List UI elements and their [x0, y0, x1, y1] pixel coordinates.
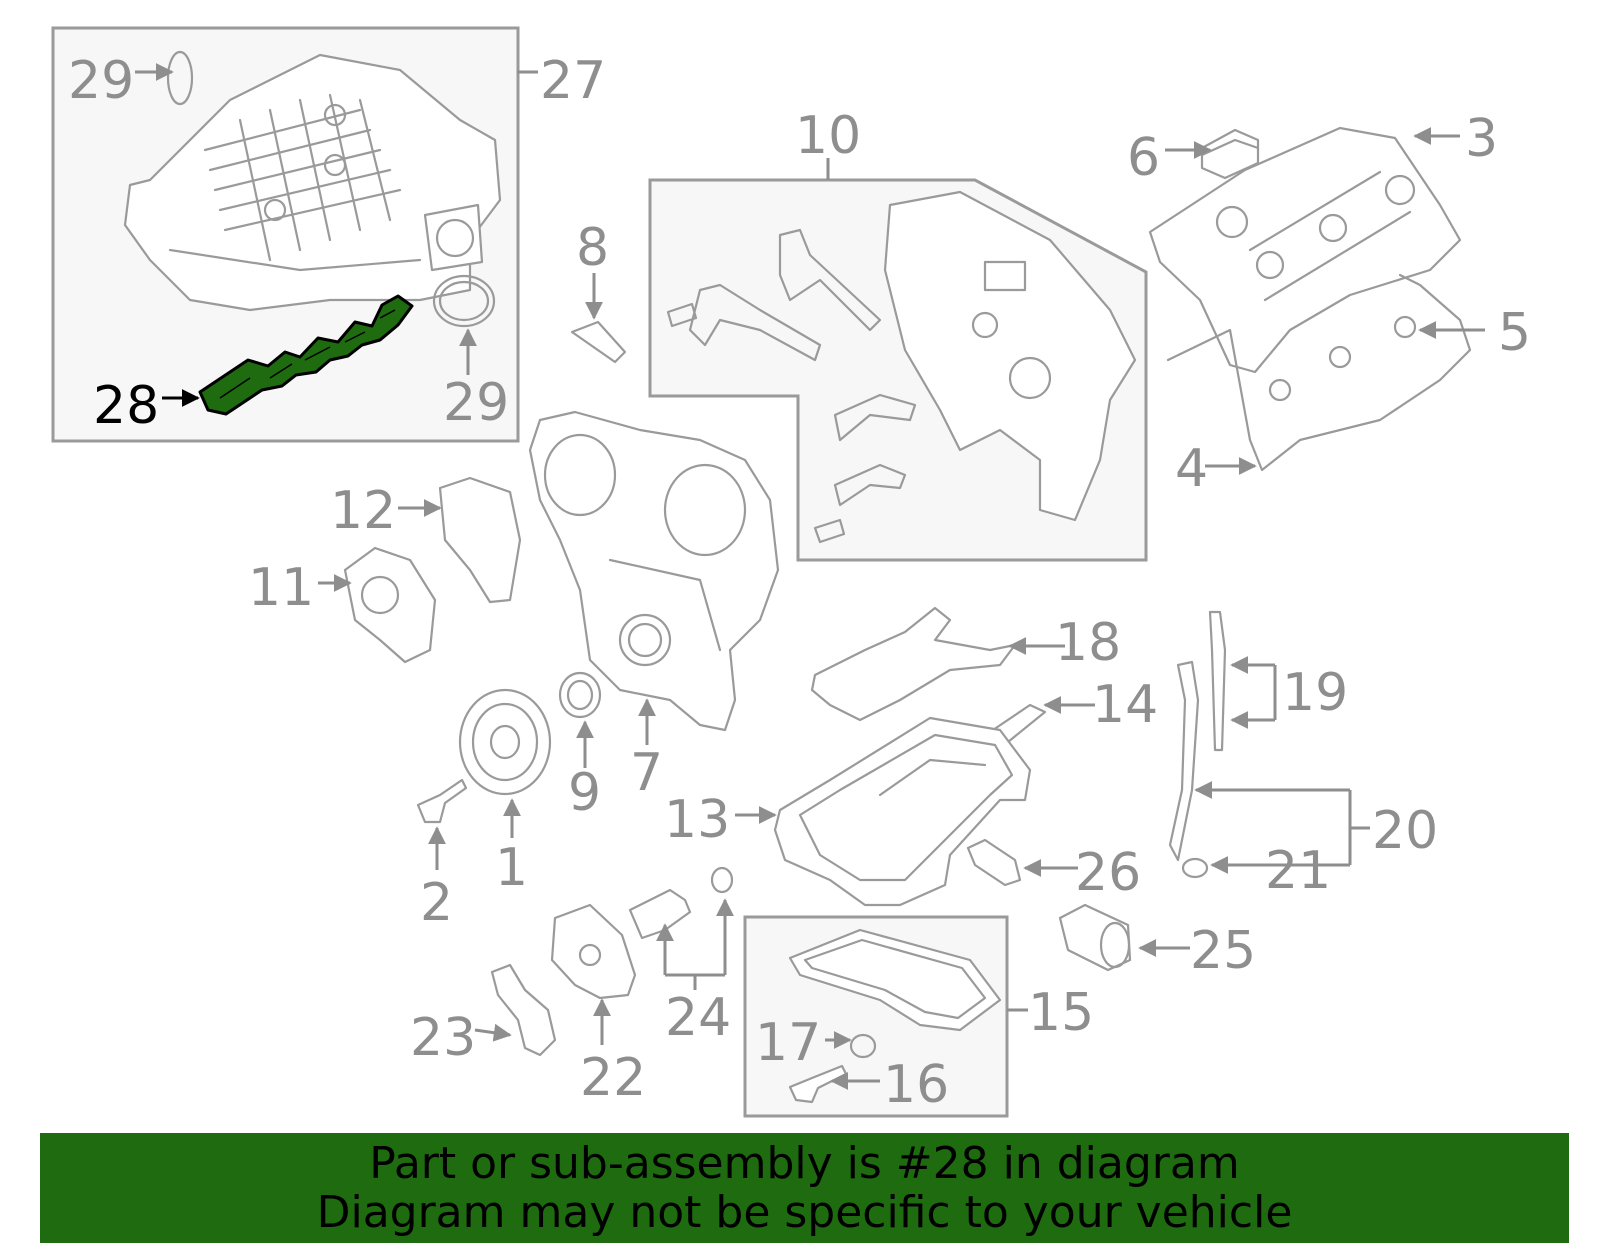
- callout-14: 14: [1092, 675, 1158, 735]
- part-13-oil-pan: [773, 716, 1032, 907]
- banner-line-1: Part or sub-assembly is #28 in diagram: [369, 1138, 1240, 1189]
- part-7-front-cover: [528, 410, 780, 732]
- callout-15: 15: [1028, 983, 1094, 1043]
- part-12-gasket: [438, 476, 522, 604]
- part-26-drain-plug: [966, 838, 1022, 887]
- callout-27: 27: [540, 51, 606, 111]
- callout-19: 19: [1282, 663, 1348, 723]
- banner-line-2: Diagram may not be specific to your vehi…: [316, 1187, 1293, 1238]
- callout-18: 18: [1055, 613, 1121, 673]
- callout-16: 16: [883, 1055, 949, 1115]
- callout-5: 5: [1498, 303, 1531, 363]
- callout-21: 21: [1265, 841, 1331, 901]
- callout-3: 3: [1465, 109, 1498, 169]
- part-23-strainer: [490, 963, 557, 1057]
- callout-7: 7: [630, 743, 663, 803]
- callout-29-top: 29: [68, 51, 134, 111]
- callout-25: 25: [1190, 921, 1256, 981]
- callout-4: 4: [1175, 439, 1208, 499]
- callout-26: 26: [1075, 843, 1141, 903]
- leader-lines: [135, 63, 1485, 1090]
- callout-11: 11: [248, 558, 314, 618]
- part-3-valve-cover: [1148, 126, 1462, 374]
- part-9-seal: [558, 671, 602, 719]
- intake-manifold-drawing: [123, 53, 502, 312]
- callout-29-right: 29: [443, 373, 509, 433]
- part-29-ring-gasket: [432, 274, 496, 328]
- part-25-oil-filter: [1058, 903, 1132, 972]
- part-1-crank-pulley: [458, 688, 552, 796]
- callout-6: 6: [1127, 128, 1160, 188]
- part-5-seal-rings: [1268, 315, 1417, 402]
- part-18-baffle: [810, 606, 1017, 722]
- part-2-bolt: [416, 778, 468, 824]
- part-6-oil-cap: [1200, 128, 1260, 180]
- callout-20: 20: [1372, 801, 1438, 861]
- info-banner: Part or sub-assembly is #28 in diagram D…: [40, 1133, 1569, 1243]
- callout-22: 22: [580, 1048, 646, 1108]
- part-22-oil-pump: [550, 903, 637, 1000]
- callout-28: 28: [93, 376, 159, 436]
- part-28-intake-gasket: [198, 294, 414, 416]
- callout-2: 2: [420, 873, 453, 933]
- callout-8: 8: [576, 218, 609, 278]
- part-4-valve-cover-gasket: [1166, 273, 1472, 472]
- part-8-sealant-tube: [570, 320, 627, 364]
- part-10-timing-chain-case: [666, 190, 1137, 544]
- callout-labels: 29 27 29 28 10 8 6 3 5 4 12 11 18 19 14 …: [68, 51, 1531, 1115]
- callout-24: 24: [665, 988, 731, 1048]
- callout-13: 13: [664, 790, 730, 850]
- part-24-sensor: [628, 866, 734, 940]
- callout-10: 10: [795, 106, 861, 166]
- callout-12: 12: [330, 481, 396, 541]
- callout-1: 1: [495, 838, 528, 898]
- part-21-o-ring: [1181, 857, 1209, 879]
- part-15-lower-oil-pan: [788, 928, 1002, 1032]
- part-11-water-pump: [343, 546, 437, 664]
- callout-9: 9: [568, 763, 601, 823]
- part-19-20-dipstick: [1168, 610, 1227, 862]
- callout-23: 23: [410, 1008, 476, 1068]
- callout-17: 17: [755, 1013, 821, 1073]
